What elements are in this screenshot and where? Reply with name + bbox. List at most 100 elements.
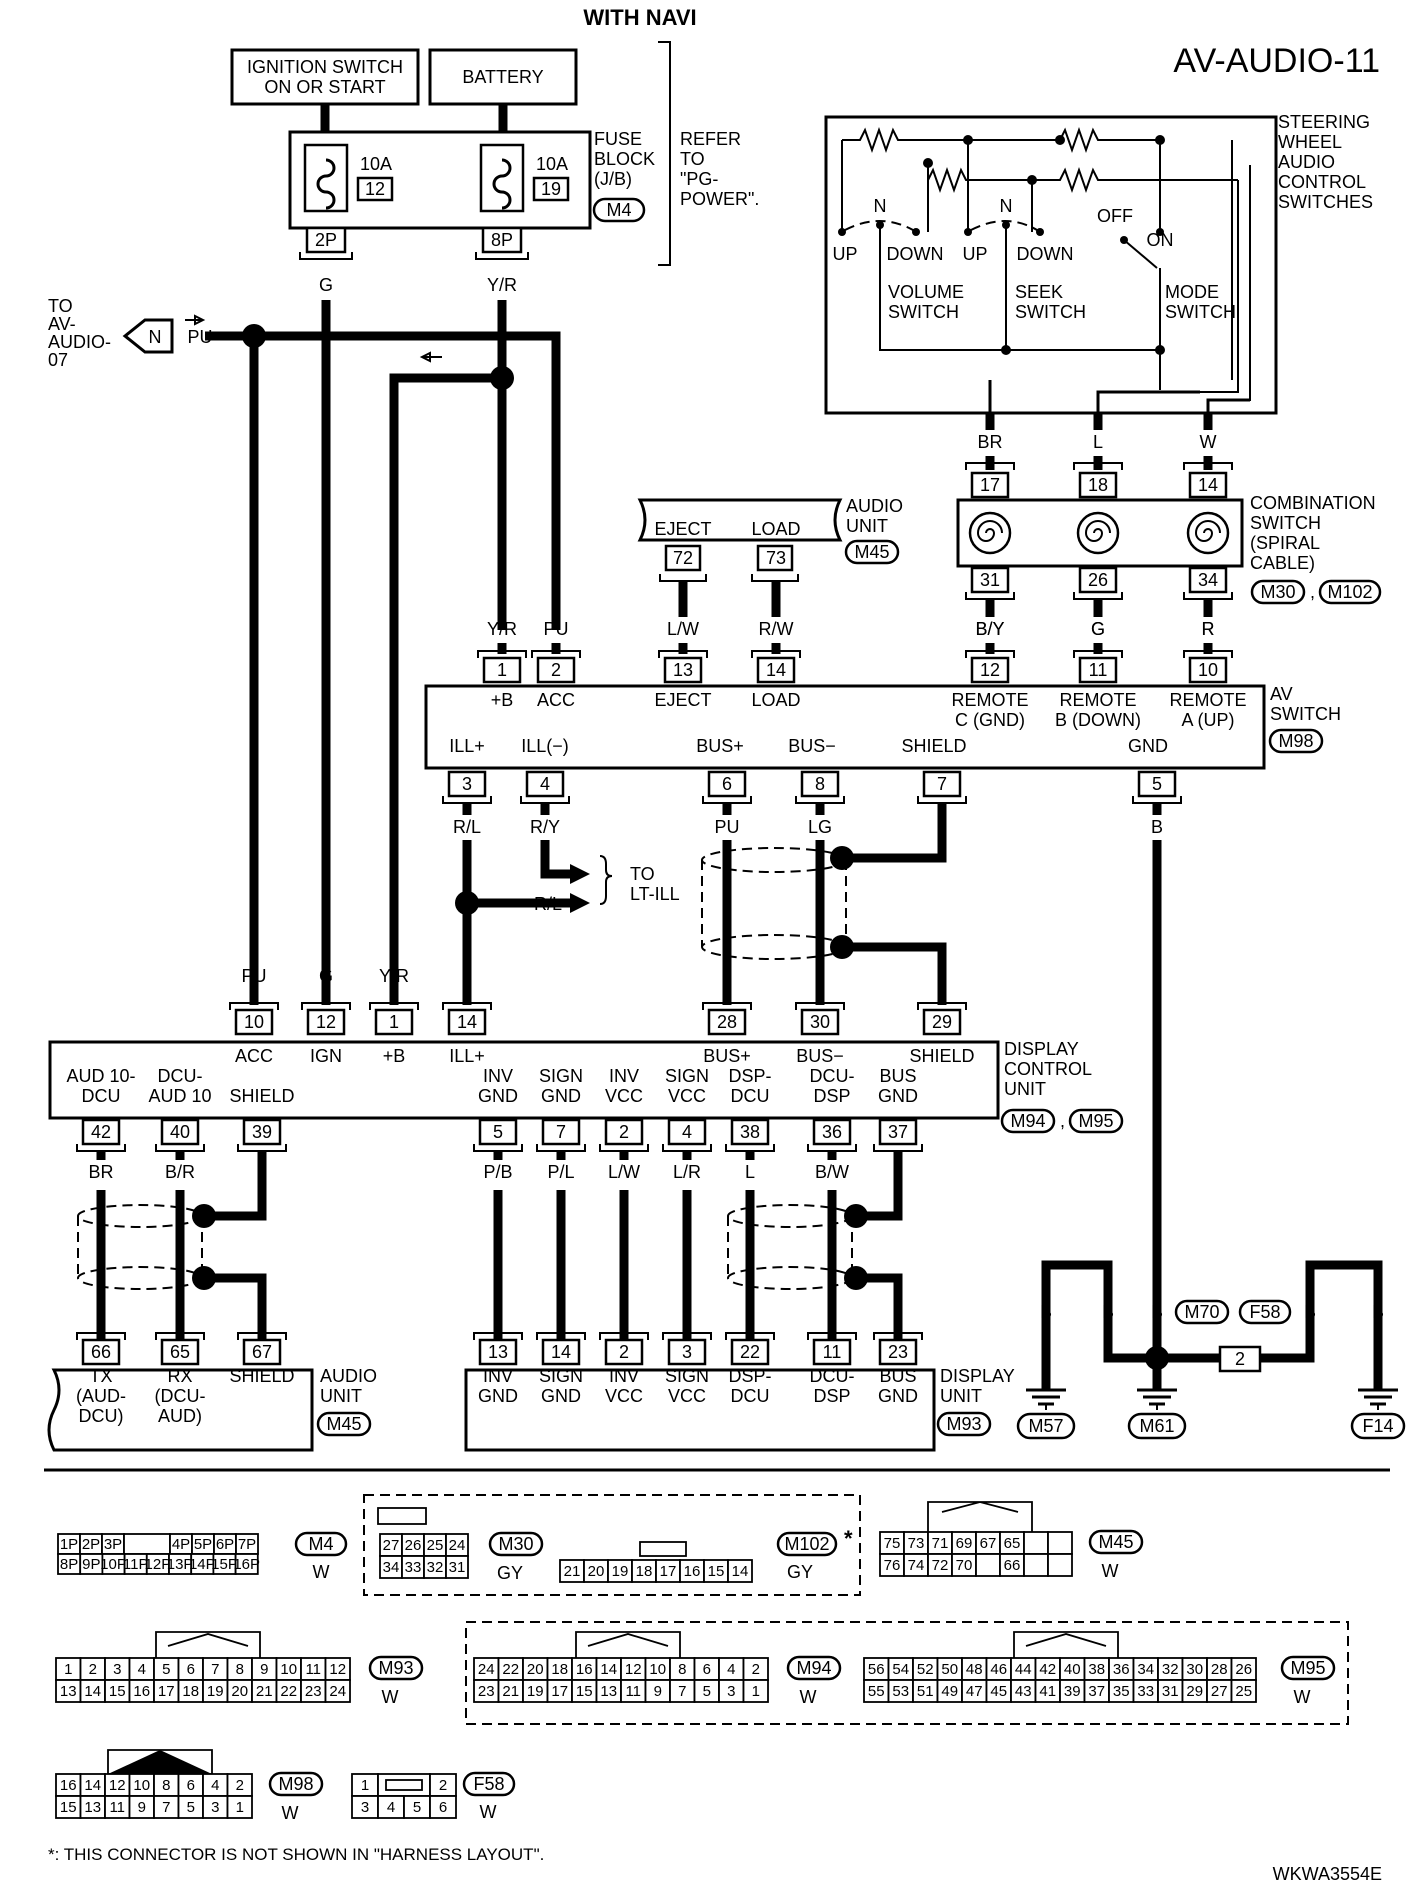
refer-label-3: "PG- bbox=[680, 169, 718, 189]
legend-cell: 5 bbox=[703, 1683, 711, 1700]
dcu-lower-wires bbox=[77, 1150, 903, 1340]
av-top-pin: 2 bbox=[551, 660, 561, 680]
legend-cell: 8 bbox=[678, 1661, 686, 1678]
pin-box bbox=[800, 1008, 840, 1036]
dcu-top-pin: 14 bbox=[457, 1012, 477, 1032]
av-top-pin: 1 bbox=[497, 660, 507, 680]
seek-up: UP bbox=[962, 244, 987, 264]
legend-cell: 36 bbox=[1113, 1661, 1130, 1678]
ground-connector-f58: F58 bbox=[1249, 1302, 1280, 1322]
dcu-bottom-pin-name2: VCC bbox=[668, 1086, 706, 1106]
pin-box bbox=[756, 656, 796, 684]
av-bottom-pin: 7 bbox=[937, 774, 947, 794]
dcu-bottom-pin: 7 bbox=[556, 1122, 566, 1142]
pin-box bbox=[1078, 656, 1118, 684]
legend-cell: 11 bbox=[625, 1683, 641, 1700]
legend-connector-id: M95 bbox=[1290, 1658, 1325, 1678]
seek-down: DOWN bbox=[1017, 244, 1074, 264]
fuse-pin-2p: 2P bbox=[315, 230, 337, 250]
legend-cell: 18 bbox=[182, 1683, 199, 1700]
wire-w-steering: W bbox=[1200, 432, 1217, 452]
av-bottom-pin: 5 bbox=[1152, 774, 1162, 794]
legend-connector-color: W bbox=[480, 1802, 497, 1822]
audio-top-label-2: UNIT bbox=[846, 516, 888, 536]
legend-cell: 67 bbox=[980, 1535, 997, 1552]
legend-cell: 1 bbox=[361, 1777, 369, 1794]
legend-cell: 21 bbox=[502, 1683, 519, 1700]
legend-cell: 32 bbox=[1162, 1661, 1179, 1678]
legend-cell: 14 bbox=[84, 1683, 101, 1700]
audio-bottom-pin-l3: DCU) bbox=[79, 1406, 124, 1426]
legend-cell: 12P bbox=[145, 1556, 172, 1573]
legend-cell: 8 bbox=[162, 1777, 170, 1794]
legend-cell: 5 bbox=[413, 1799, 421, 1816]
pin-box bbox=[707, 1008, 747, 1036]
pin-box bbox=[447, 770, 487, 798]
display-unit-pin: 22 bbox=[740, 1342, 760, 1362]
mode-label-2: SWITCH bbox=[1165, 302, 1236, 322]
legend-cell: 39 bbox=[1064, 1683, 1081, 1700]
dcu-top-pin: 28 bbox=[717, 1012, 737, 1032]
dcu-label-2: CONTROL bbox=[1004, 1059, 1092, 1079]
dcu-bottom-pin-name2: GND bbox=[541, 1086, 581, 1106]
fuse-12-amp: 10A bbox=[360, 154, 392, 174]
legend-cell: 17 bbox=[660, 1563, 677, 1580]
av-switch-lower-wires bbox=[455, 804, 1162, 1345]
legend-cell: 2P bbox=[82, 1536, 100, 1553]
legend-cell: 14 bbox=[600, 1661, 617, 1678]
av-top-pin: 13 bbox=[673, 660, 693, 680]
legend-cell: 53 bbox=[892, 1683, 909, 1700]
display-unit-pin-l1: INV bbox=[483, 1366, 513, 1386]
legend-cell: 30 bbox=[1186, 1661, 1203, 1678]
legend-cell: 22 bbox=[502, 1661, 519, 1678]
legend-cell: 4 bbox=[138, 1661, 146, 1678]
legend-cell: 20 bbox=[527, 1661, 544, 1678]
av-wire-label: PU bbox=[543, 619, 568, 639]
av-top-pin: 11 bbox=[1089, 660, 1108, 680]
legend-cell: 47 bbox=[966, 1683, 983, 1700]
legend-connector-id: M30 bbox=[498, 1534, 533, 1554]
combination-switch bbox=[956, 462, 1244, 600]
pin-box bbox=[604, 1118, 644, 1146]
fuse-19-number: 19 bbox=[541, 179, 561, 199]
av-top-pin-name: REMOTE bbox=[1059, 690, 1136, 710]
steering-wheel-switches bbox=[824, 115, 1278, 415]
to-av-audio-label-2: AV- bbox=[48, 314, 76, 334]
pin-box bbox=[667, 1118, 707, 1146]
legend-cell: 56 bbox=[868, 1661, 885, 1678]
legend-cell: 13 bbox=[600, 1683, 617, 1700]
legend-cell: 12 bbox=[329, 1661, 346, 1678]
pin-box bbox=[478, 1338, 518, 1366]
legend-cell: 5P bbox=[194, 1536, 212, 1553]
dcu-top-pin-name: BUS+ bbox=[703, 1046, 751, 1066]
legend-cell: 13 bbox=[60, 1683, 77, 1700]
comb-connector-sep: , bbox=[1310, 582, 1315, 602]
av-wire-label: L/W bbox=[667, 619, 699, 639]
display-unit-pin: 2 bbox=[619, 1342, 629, 1362]
fuse-block: 10A 12 10A 19 bbox=[288, 130, 592, 230]
av-bottom-pin: 8 bbox=[815, 774, 825, 794]
dcu-connector-sep: , bbox=[1060, 1111, 1065, 1131]
legend-cell: 35 bbox=[1113, 1683, 1130, 1700]
comb-pin-34: 34 bbox=[1198, 570, 1218, 590]
legend-connector-color: W bbox=[382, 1687, 399, 1707]
legend-cell: 26 bbox=[1235, 1661, 1252, 1678]
legend-connector-color: GY bbox=[497, 1563, 523, 1583]
power-wires bbox=[185, 300, 561, 1005]
legend-cell: 5 bbox=[162, 1661, 170, 1678]
pin-box bbox=[730, 1338, 770, 1366]
legend-cell: 6 bbox=[187, 1661, 195, 1678]
display-unit-pin-l2: DSP bbox=[813, 1386, 850, 1406]
av-wire-label: R/W bbox=[759, 619, 794, 639]
legend-connector-id: M94 bbox=[796, 1658, 831, 1678]
legend-cell: 27 bbox=[1211, 1683, 1228, 1700]
pin-box bbox=[541, 1118, 581, 1146]
volume-down: DOWN bbox=[887, 244, 944, 264]
ground-wire-b-2: B bbox=[1102, 1302, 1114, 1322]
legend-cell: 3 bbox=[113, 1661, 121, 1678]
dcu-bottom-pin-name: INV bbox=[483, 1066, 513, 1086]
dcu-bottom-wire: BR bbox=[88, 1162, 113, 1182]
legend-cell: 31 bbox=[449, 1559, 466, 1576]
dcu-top-wire: PU bbox=[241, 966, 266, 986]
dcu-bottom-wire: L/W bbox=[608, 1162, 640, 1182]
